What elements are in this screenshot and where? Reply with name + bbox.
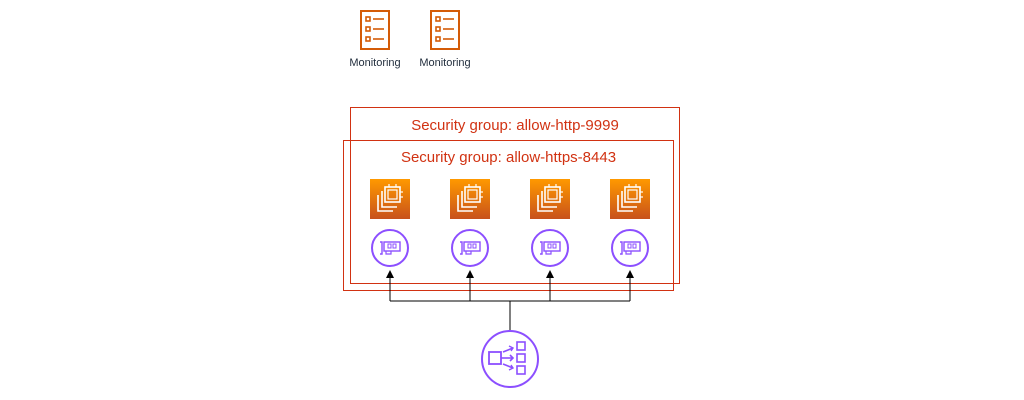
monitoring-document-icon <box>430 10 460 50</box>
security-group-inner <box>343 140 674 291</box>
network-interface-icon <box>540 241 561 255</box>
ec2-instance-icon <box>457 184 483 212</box>
monitoring-document-icon <box>360 10 390 50</box>
ec2-instance-1 <box>370 179 410 219</box>
ec2-instance-icon <box>537 184 563 212</box>
network-interface-1 <box>371 229 409 267</box>
network-interface-4 <box>611 229 649 267</box>
network-interface-3 <box>531 229 569 267</box>
network-load-balancer-icon <box>488 341 526 375</box>
monitoring-label-2: Monitoring <box>419 57 471 69</box>
network-interface-icon <box>380 241 401 255</box>
security-group-outer-title: Security group: allow-http-9999 <box>411 117 619 134</box>
monitoring-icon-2 <box>430 10 460 50</box>
security-group-inner-title: Security group: allow-https-8443 <box>400 149 617 166</box>
monitoring-label-1: Monitoring <box>349 57 401 69</box>
ec2-instance-4 <box>610 179 650 219</box>
network-interface-icon <box>620 241 641 255</box>
ec2-instance-2 <box>450 179 490 219</box>
network-interface-2 <box>451 229 489 267</box>
monitoring-icon-1 <box>360 10 390 50</box>
ec2-instance-icon <box>377 184 403 212</box>
ec2-instance-icon <box>617 184 643 212</box>
security-group-outer <box>350 107 680 284</box>
network-interface-icon <box>460 241 481 255</box>
network-load-balancer <box>481 330 539 388</box>
ec2-instance-3 <box>530 179 570 219</box>
